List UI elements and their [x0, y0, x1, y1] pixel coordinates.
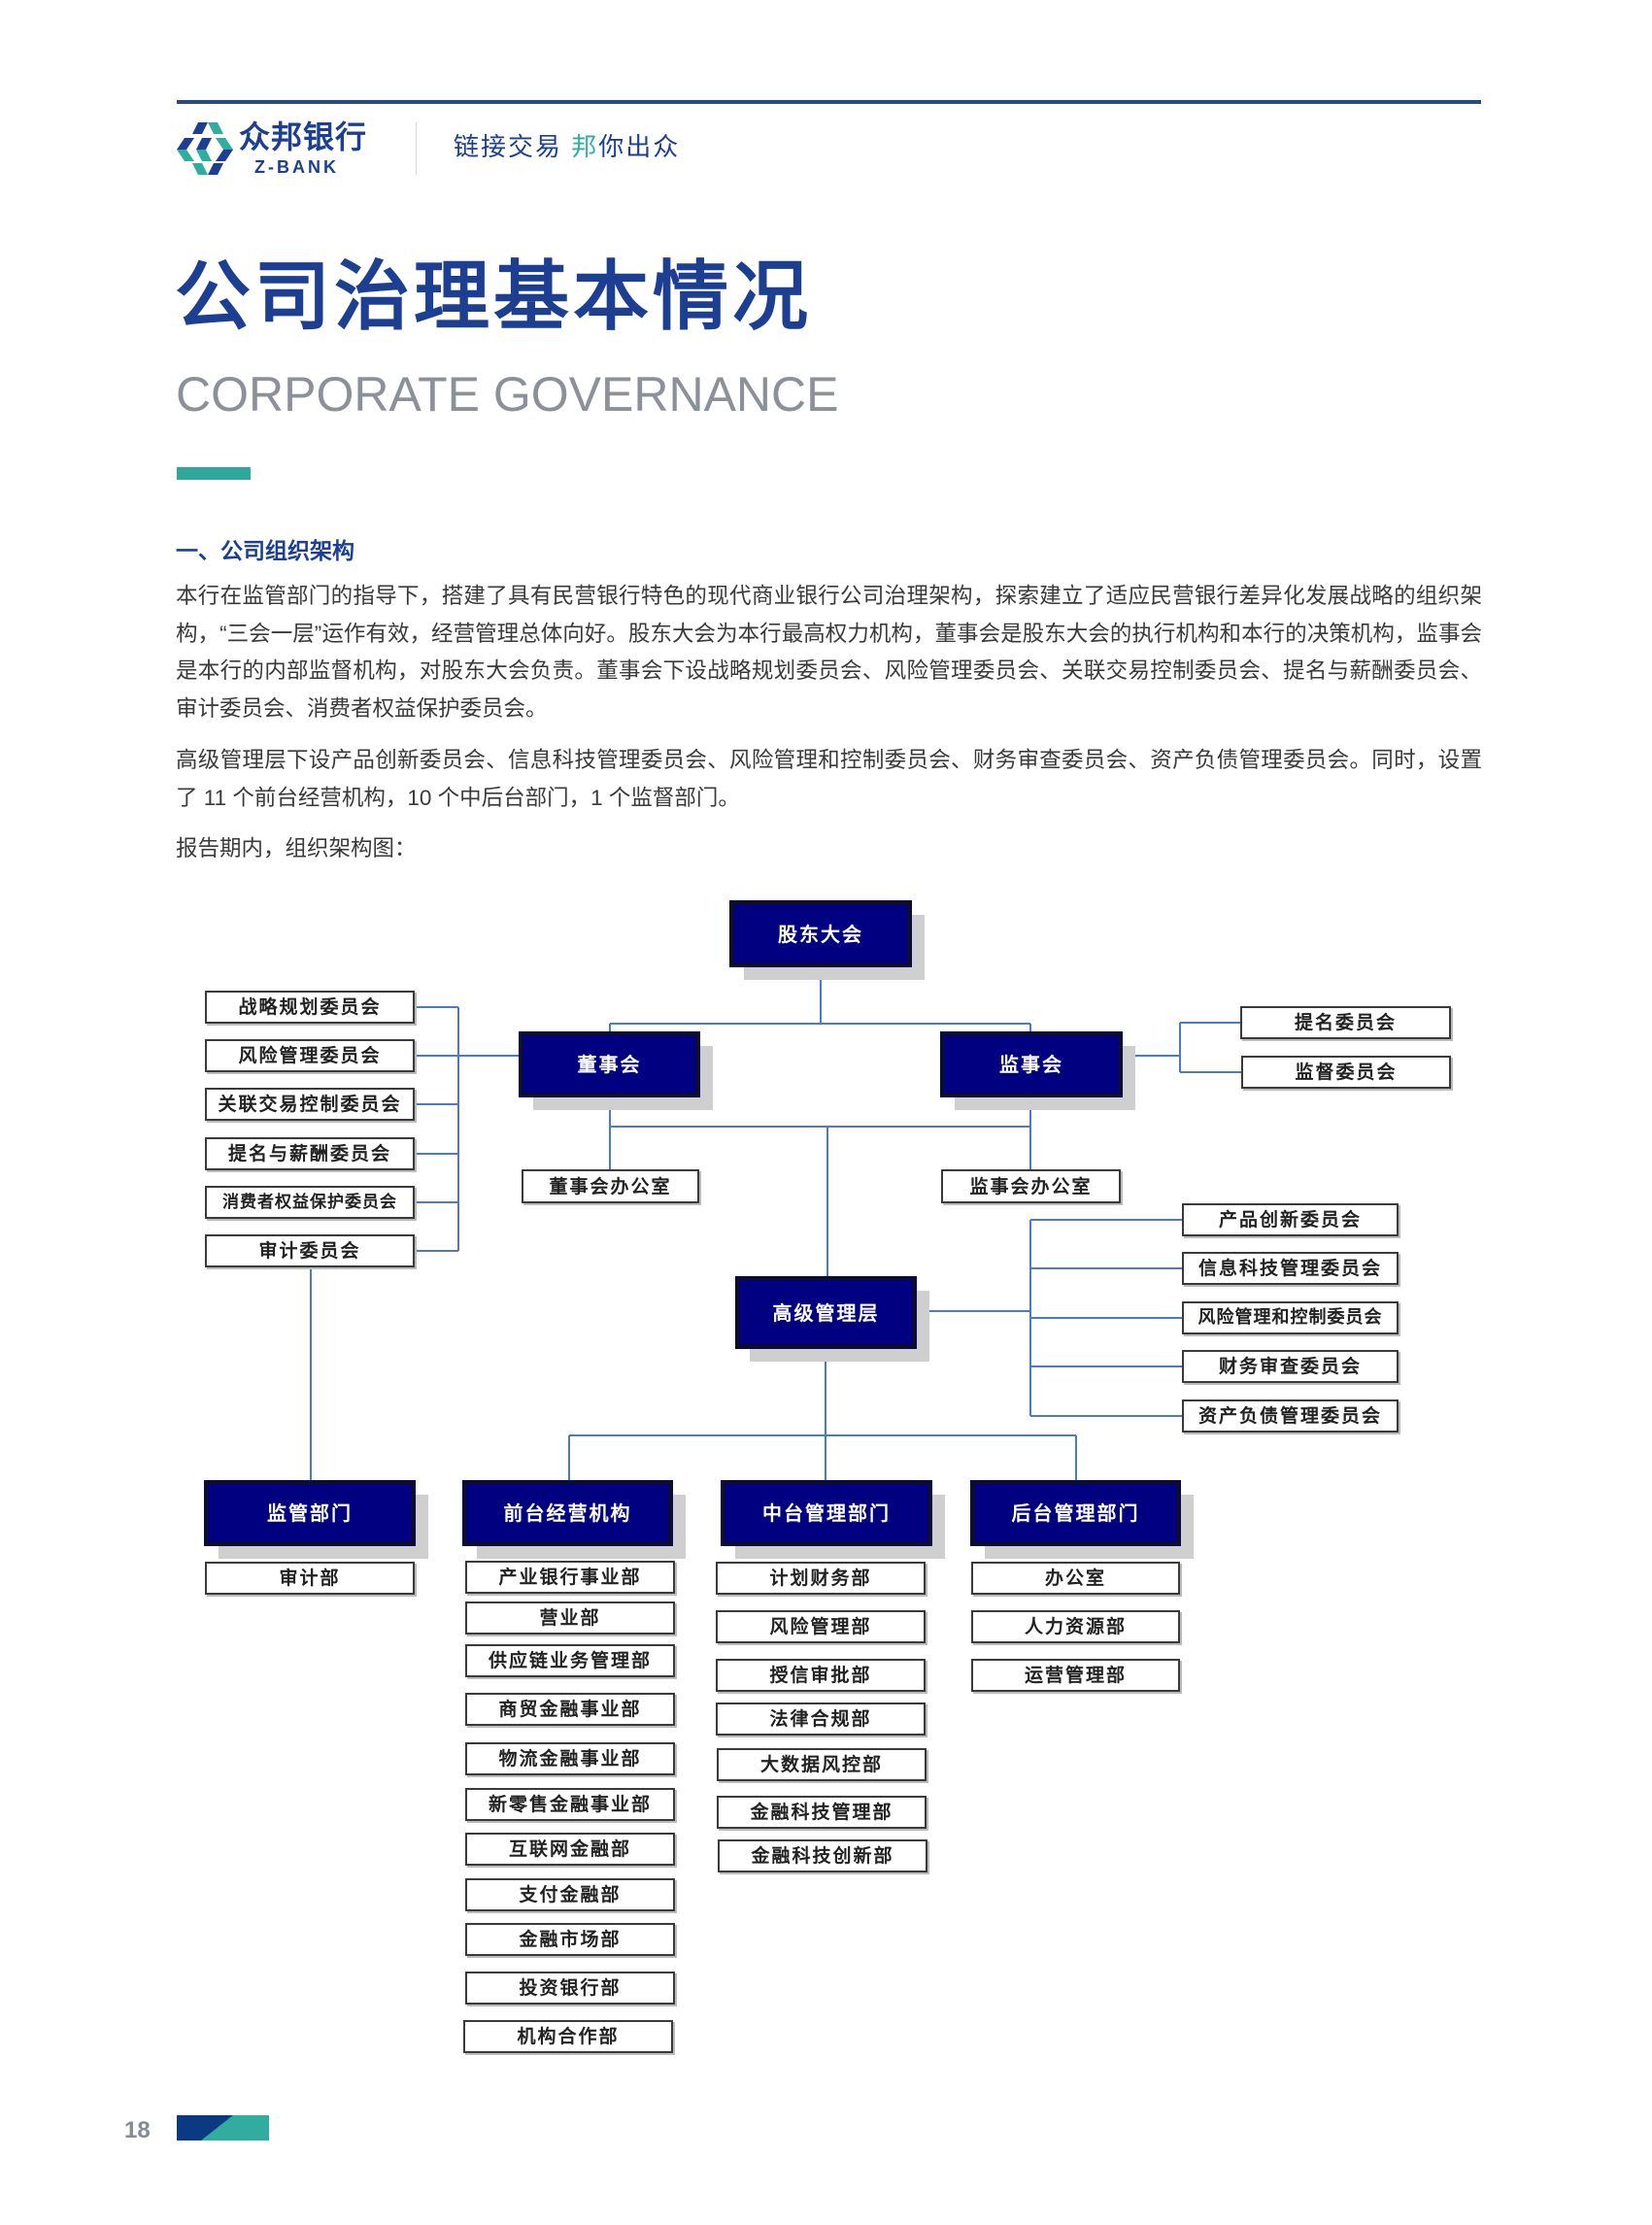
board-committee: 提名与薪酬委员会 — [205, 1137, 415, 1170]
department: 产业银行事业部 — [465, 1561, 675, 1594]
slogan-part1: 链接交易 — [454, 132, 572, 161]
division-supervision: 监管部门 — [204, 1480, 416, 1546]
department: 营业部 — [465, 1601, 675, 1635]
page-number: 18 — [124, 2117, 151, 2143]
department: 金融科技管理部 — [717, 1796, 927, 1829]
management-committee: 信息科技管理委员会 — [1182, 1252, 1399, 1285]
department: 计划财务部 — [716, 1562, 926, 1595]
department: 投资银行部 — [465, 1972, 675, 2005]
management-committee: 财务审查委员会 — [1182, 1350, 1399, 1383]
department: 机构合作部 — [463, 2020, 673, 2053]
department: 新零售金融事业部 — [465, 1788, 675, 1821]
org-board-of-supervisors: 监事会 — [940, 1031, 1123, 1097]
slogan-accent: 邦 — [571, 132, 599, 161]
brand-name-en: Z-BANK — [254, 157, 339, 177]
zbank-logo-icon — [177, 120, 233, 177]
department: 授信审批部 — [716, 1659, 926, 1692]
board-committee: 战略规划委员会 — [205, 991, 415, 1024]
slogan: 链接交易 邦你出众 — [454, 132, 680, 161]
division-middle-office: 中台管理部门 — [721, 1480, 932, 1546]
department: 审计部 — [205, 1562, 415, 1595]
section-heading: 一、公司组织架构 — [176, 538, 354, 563]
supervisor-committee: 提名委员会 — [1240, 1006, 1451, 1039]
org-senior-management: 高级管理层 — [735, 1276, 917, 1349]
management-committee: 风险管理和控制委员会 — [1182, 1301, 1399, 1334]
department: 金融市场部 — [465, 1923, 675, 1956]
board-committee: 消费者权益保护委员会 — [205, 1186, 415, 1219]
header-divider — [416, 122, 417, 175]
board-committee: 关联交易控制委员会 — [205, 1088, 415, 1121]
footer-accent-bar — [177, 2115, 269, 2141]
paragraph-1: 本行在监管部门的指导下，搭建了具有民营银行特色的现代商业银行公司治理架构，探索建… — [176, 584, 1482, 722]
header-rule — [177, 100, 1481, 104]
board-committee: 风险管理委员会 — [205, 1039, 415, 1072]
intro-text: 一、公司组织架构 本行在监管部门的指导下，搭建了具有民营银行特色的现代商业银行公… — [176, 537, 1482, 882]
org-shareholders-meeting: 股东大会 — [729, 900, 912, 967]
department: 人力资源部 — [971, 1610, 1180, 1643]
division-front-office: 前台经营机构 — [462, 1480, 673, 1546]
org-supervisors-office: 监事会办公室 — [941, 1169, 1121, 1203]
page-subtitle: CORPORATE GOVERNANCE — [176, 367, 839, 421]
brand-name: 众邦银行 — [239, 119, 368, 154]
department: 物流金融事业部 — [465, 1742, 675, 1775]
department: 办公室 — [971, 1562, 1180, 1595]
paragraph-2: 高级管理层下设产品创新委员会、信息科技管理委员会、风险管理和控制委员会、财务审查… — [176, 747, 1482, 810]
department: 大数据风控部 — [717, 1748, 927, 1781]
board-committee: 审计委员会 — [205, 1234, 415, 1267]
slogan-part2: 你出众 — [598, 132, 681, 161]
title-accent-bar — [177, 467, 251, 480]
page-title: 公司治理基本情况 — [175, 253, 813, 339]
org-board-of-directors: 董事会 — [519, 1031, 700, 1097]
department: 商贸金融事业部 — [465, 1693, 675, 1726]
org-board-office: 董事会办公室 — [522, 1169, 699, 1203]
department: 法律合规部 — [716, 1702, 926, 1736]
management-committee: 产品创新委员会 — [1182, 1203, 1399, 1236]
department: 金融科技创新部 — [718, 1839, 927, 1872]
supervisor-committee: 监督委员会 — [1241, 1056, 1451, 1089]
department: 风险管理部 — [716, 1610, 926, 1643]
division-back-office: 后台管理部门 — [970, 1480, 1181, 1546]
management-committee: 资产负债管理委员会 — [1182, 1399, 1399, 1433]
paragraph-3: 报告期内，组织架构图： — [176, 836, 417, 861]
department: 支付金融部 — [465, 1878, 675, 1911]
department: 运营管理部 — [971, 1659, 1180, 1692]
department: 互联网金融部 — [465, 1833, 675, 1866]
department: 供应链业务管理部 — [465, 1644, 675, 1677]
